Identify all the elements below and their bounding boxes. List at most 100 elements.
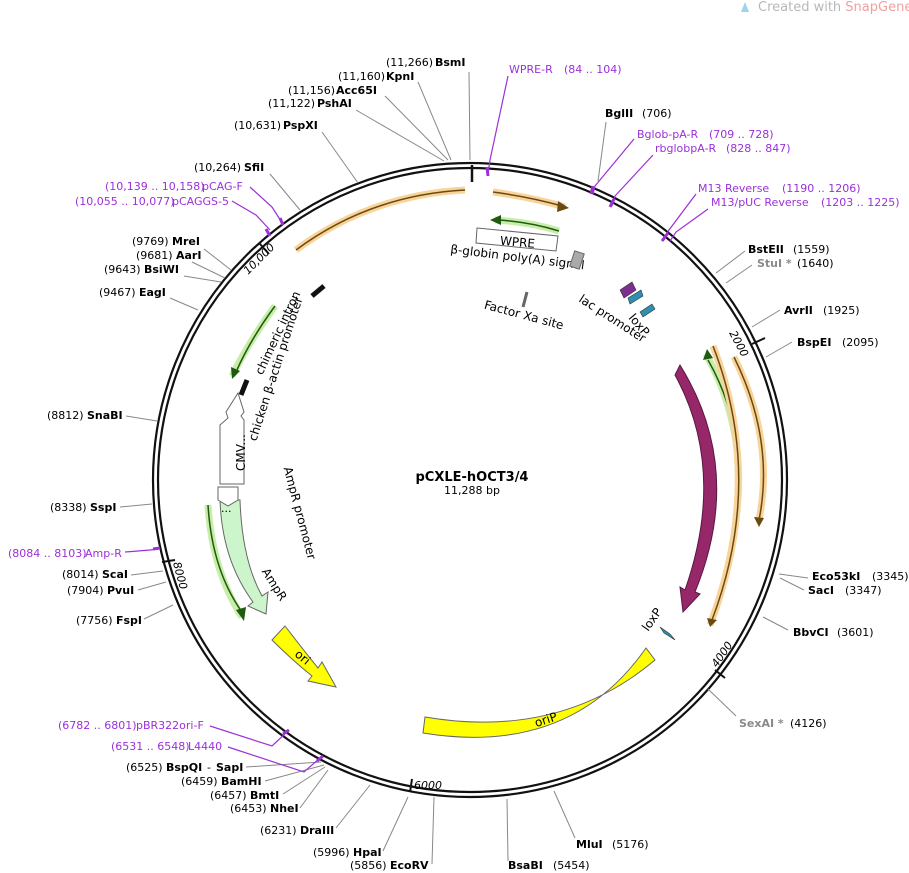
site-bbvci[interactable]: BbvCI(3601) — [793, 626, 874, 639]
svg-text:(1559): (1559) — [793, 243, 830, 256]
svg-text:(1190 .. 1206): (1190 .. 1206) — [782, 182, 861, 195]
svg-text:(8084 .. 8103): (8084 .. 8103) — [8, 547, 87, 560]
primer-labels: WPRE-R (84 .. 104) Bglob-pA-R(709 .. 728)… — [8, 63, 900, 753]
svg-text:L4440: L4440 — [188, 740, 222, 753]
svg-text:(1203 .. 1225): (1203 .. 1225) — [821, 196, 900, 209]
site-bsteii[interactable]: BstEII(1559) — [748, 243, 830, 256]
site-bamhi[interactable]: (6459)BamHI — [181, 775, 262, 788]
site-nhei[interactable]: (6453)NheI — [230, 802, 299, 815]
watermark-brand: SnapGene — [845, 0, 909, 15]
svg-text:(8014): (8014) — [62, 568, 99, 581]
site-pshai[interactable]: (11,122)PshAI — [268, 97, 352, 110]
site-bglii[interactable]: BglII(706) — [605, 107, 672, 120]
chicken-actin-mark — [238, 379, 250, 396]
svg-text:EagI: EagI — [139, 286, 166, 299]
primer-pcag-f[interactable]: (10,139 .. 10,158)pCAG-F — [105, 180, 243, 193]
svg-text:(4126): (4126) — [790, 717, 827, 730]
site-mlui[interactable]: MluI(5176) — [576, 838, 649, 851]
wpre-label: WPRE — [499, 234, 535, 251]
site-bsabi[interactable]: BsaBI(5454) — [508, 859, 590, 872]
primer-l4440[interactable]: (6531 .. 6548)L4440 — [111, 740, 222, 753]
svg-text:(11,122): (11,122) — [268, 97, 315, 110]
orip-arc — [422, 647, 656, 738]
site-sfii[interactable]: (10,264)SfiI — [194, 161, 264, 174]
site-aari[interactable]: (9681)AarI — [136, 249, 201, 262]
loxp-right-arrow — [659, 626, 676, 641]
primer-amp-r[interactable]: (8084 .. 8103)Amp-R — [8, 547, 122, 560]
plasmid-size: 11,288 bp — [444, 484, 500, 497]
svg-text:(3347): (3347) — [845, 584, 882, 597]
tick-label: 10,000 — [241, 241, 277, 277]
site-saci[interactable]: SacI(3347) — [808, 584, 882, 597]
site-stui[interactable]: StuI *(1640) — [757, 257, 834, 270]
svg-text:(9769): (9769) — [132, 235, 169, 248]
svg-text:SexAI *: SexAI * — [739, 717, 784, 730]
svg-text:(9681): (9681) — [136, 249, 173, 262]
svg-text:BsiWI: BsiWI — [144, 263, 179, 276]
site-leaders — [119, 71, 809, 865]
site-sexai[interactable]: SexAI * (4126) — [739, 717, 827, 730]
primer-wpre-r[interactable]: WPRE-R (84 .. 104) — [509, 63, 622, 76]
site-pspxi[interactable]: (10,631)PspXI — [234, 119, 318, 132]
primer-pbr322ori-f[interactable]: (6782 .. 6801)pBR322ori-F — [58, 719, 204, 732]
svg-text:(10,139 .. 10,158): (10,139 .. 10,158) — [105, 180, 205, 193]
tick-label: 4000 — [709, 639, 736, 669]
svg-text:(84 .. 104): (84 .. 104) — [564, 63, 622, 76]
ebna1-label: EBNA1 — [718, 466, 732, 511]
plasmid-name: pCXLE-hOCT3/4 — [416, 470, 529, 485]
svg-text:BsmI: BsmI — [435, 56, 466, 69]
site-pvui[interactable]: (7904)PvuI — [67, 584, 134, 597]
site-snabi[interactable]: (8812)SnaBI — [47, 409, 123, 422]
svg-text:EcoRV: EcoRV — [390, 859, 429, 872]
primer-m13-puc-reverse[interactable]: M13/pUC Reverse (1203 .. 1225) — [711, 196, 900, 209]
primer-rbglobpa-r[interactable]: rbglobpA-R (828 .. 847) — [655, 142, 791, 155]
feature-arc-wpre-green — [494, 216, 561, 235]
svg-text:DraIII: DraIII — [300, 824, 334, 837]
loxp-right-label: loxP — [639, 605, 665, 633]
svg-text:BbvCI: BbvCI — [793, 626, 829, 639]
primer-bglob-pa-r[interactable]: Bglob-pA-R(709 .. 728) — [637, 128, 774, 141]
primer-m13-reverse[interactable]: M13 Reverse (1190 .. 1206) — [698, 182, 861, 195]
site-fspi[interactable]: (7756)FspI — [76, 614, 142, 627]
tick-label: 6000 — [414, 779, 442, 792]
site-bsmi[interactable]: (11,266)BsmI — [386, 56, 466, 69]
svg-text:AarI: AarI — [176, 249, 201, 262]
site-kpni[interactable]: (11,160)KpnI — [338, 70, 414, 83]
site-hpai[interactable]: (5996)HpaI — [313, 846, 382, 859]
svg-text:BspEI: BspEI — [797, 336, 831, 349]
svg-text:(7904): (7904) — [67, 584, 104, 597]
svg-text:(6782 .. 6801): (6782 .. 6801) — [58, 719, 137, 732]
svg-text:M13/pUC Reverse: M13/pUC Reverse — [711, 196, 809, 209]
intron-end-mark — [310, 284, 326, 298]
primer-pcaggs-5[interactable]: (10,055 .. 10,077)pCAGGS-5 — [75, 195, 229, 208]
svg-text:M13 Reverse: M13 Reverse — [698, 182, 769, 195]
svg-text:(10,264): (10,264) — [194, 161, 241, 174]
site-bmti[interactable]: (6457)BmtI — [210, 789, 279, 802]
site-ecorv[interactable]: (5856)EcoRV — [350, 859, 429, 872]
tick-label: 2000 — [726, 328, 751, 359]
site-acc65i[interactable]: (11,156)Acc65I — [288, 84, 377, 97]
site-eco53ki[interactable]: Eco53kI(3345) — [812, 570, 909, 583]
site-sspi[interactable]: (8338)SspI — [50, 501, 116, 514]
svg-text:FspI: FspI — [116, 614, 142, 627]
svg-text:Amp-R: Amp-R — [85, 547, 122, 560]
site-scai[interactable]: (8014)ScaI — [62, 568, 128, 581]
svg-text:(828 .. 847): (828 .. 847) — [726, 142, 791, 155]
svg-text:(709 .. 728): (709 .. 728) — [709, 128, 774, 141]
site-bsiwi[interactable]: (9643)BsiWI — [104, 263, 179, 276]
site-bspqi-sapi[interactable]: (6525)BspQI-SapI — [126, 761, 243, 774]
svg-text:WPRE-R: WPRE-R — [509, 63, 553, 76]
svg-text:BsaBI: BsaBI — [508, 859, 543, 872]
watermark-prefix: Created with — [758, 0, 845, 15]
site-bspei[interactable]: BspEI(2095) — [797, 336, 879, 349]
ampr-arrow — [219, 499, 269, 615]
site-draiii[interactable]: (6231)DraIII — [260, 824, 334, 837]
svg-text:BmtI: BmtI — [250, 789, 279, 802]
site-mrei[interactable]: (9769)MreI — [132, 235, 200, 248]
site-avrii[interactable]: AvrII(1925) — [784, 304, 860, 317]
svg-text:(8338): (8338) — [50, 501, 87, 514]
svg-text:PspXI: PspXI — [283, 119, 318, 132]
svg-text:rbglobpA-R: rbglobpA-R — [655, 142, 716, 155]
site-eagi[interactable]: (9467)EagI — [99, 286, 166, 299]
